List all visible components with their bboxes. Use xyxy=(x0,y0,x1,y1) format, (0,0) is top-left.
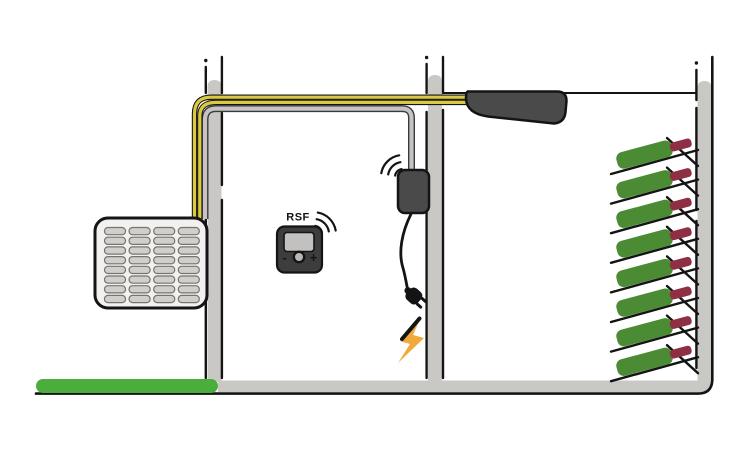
grille-slat xyxy=(153,275,176,284)
wine-bottle-neck xyxy=(669,316,692,329)
grille-slat xyxy=(153,236,176,245)
grille-slat xyxy=(128,265,151,275)
grille-slat xyxy=(103,294,127,304)
wine-bottle-body xyxy=(616,258,673,288)
grille-slat xyxy=(103,285,127,294)
wine-bottle-neck xyxy=(669,345,692,359)
thermostat-screen xyxy=(283,231,315,253)
thermostat-label: RSF xyxy=(286,212,310,224)
ground-outline xyxy=(34,55,714,395)
wine-bottle xyxy=(616,256,692,288)
wine-bottle xyxy=(616,197,692,228)
wine-bottle-neck xyxy=(669,256,692,270)
grille-slat xyxy=(128,246,151,255)
wine-bottle-neck xyxy=(669,138,692,152)
wine-bottle xyxy=(616,168,692,199)
grille-slat xyxy=(128,294,151,304)
wine-bottle-neck xyxy=(669,286,692,300)
wine-bottle xyxy=(616,227,692,258)
wine-bottle-body xyxy=(616,288,673,317)
grille-slat xyxy=(177,275,200,284)
cooling-unit xyxy=(464,90,568,125)
power-supply xyxy=(398,212,428,363)
refrigerant-cables xyxy=(191,94,468,219)
grille-slat xyxy=(153,246,176,255)
thermostat: RSF - + xyxy=(275,211,337,274)
wine-bottle xyxy=(616,138,692,169)
wall-sketch-dot xyxy=(694,61,699,65)
grille-slat xyxy=(103,246,127,255)
receiver-signal-icon xyxy=(380,154,403,177)
wine-bottle xyxy=(616,316,692,347)
grille-slat xyxy=(177,285,200,294)
grille-slat xyxy=(103,275,127,284)
wine-bottle-neck xyxy=(669,227,692,241)
thermostat-knob[interactable] xyxy=(292,250,306,264)
power-conduit xyxy=(201,105,415,219)
grille-slat xyxy=(153,265,176,275)
wireless-receiver xyxy=(380,154,431,215)
grille-slat xyxy=(177,226,200,236)
grille-slat xyxy=(177,256,200,265)
wine-bottle-neck xyxy=(669,168,692,181)
grille-slat xyxy=(103,226,127,236)
grille-slat xyxy=(103,256,127,265)
wall-sketch-dot xyxy=(204,58,208,63)
grille-slat xyxy=(103,236,127,245)
grille-slat xyxy=(153,256,176,265)
grille-slat xyxy=(128,236,151,245)
floor xyxy=(218,380,704,392)
receiver-box xyxy=(396,168,431,215)
wine-bottle-body xyxy=(616,347,673,376)
grille-slat xyxy=(128,275,151,284)
grille-slat xyxy=(128,285,151,294)
wine-bottle-body xyxy=(616,170,673,199)
grille-slat xyxy=(153,294,176,304)
wine-bottle-body xyxy=(616,140,673,169)
wine-bottle-body xyxy=(616,199,673,228)
floor-slab xyxy=(218,380,704,392)
thermostat-plus-button[interactable]: + xyxy=(310,250,318,265)
grille-slat xyxy=(128,226,151,236)
power-plug-icon xyxy=(404,287,428,309)
grille-slat xyxy=(177,236,200,245)
wine-bottle xyxy=(616,345,692,376)
thermostat-minus-button[interactable]: - xyxy=(282,250,286,265)
grass-strip xyxy=(36,379,218,393)
wine-bottle-body xyxy=(616,229,673,258)
wine-rack xyxy=(609,136,700,383)
grille-slat xyxy=(177,265,200,275)
wine-bottle-neck xyxy=(669,197,692,211)
grille-slat xyxy=(177,246,200,255)
grille-slat xyxy=(103,265,127,275)
outdoor-unit-grille xyxy=(103,226,200,304)
power-cord xyxy=(399,212,413,291)
wall-sketch-dot xyxy=(424,55,429,60)
grille-slat xyxy=(128,256,151,265)
lightning-bolt-icon xyxy=(398,316,424,363)
grille-slat xyxy=(153,285,176,294)
outdoor-unit xyxy=(93,216,209,310)
grille-slat xyxy=(153,226,176,236)
grille-slat xyxy=(177,294,200,304)
wine-bottle xyxy=(616,286,692,317)
wine-bottle-body xyxy=(616,318,673,347)
